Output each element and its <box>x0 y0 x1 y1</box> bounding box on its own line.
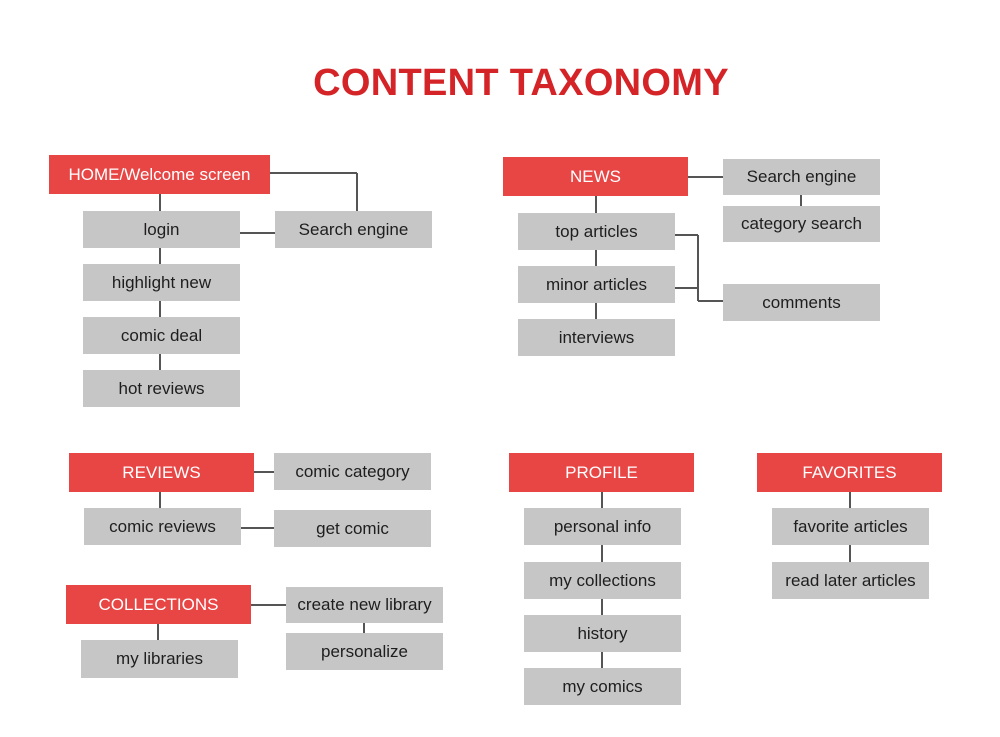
news-interviews-node[interactable]: interviews <box>518 319 675 356</box>
profile-node[interactable]: PROFILE <box>509 453 694 492</box>
favorites-read-later-articles-node[interactable]: read later articles <box>772 562 929 599</box>
profile-personal-info-node[interactable]: personal info <box>524 508 681 545</box>
home-search-engine-node[interactable]: Search engine <box>275 211 432 248</box>
collections-create-new-library-node[interactable]: create new library <box>286 587 443 623</box>
news-search-engine-node[interactable]: Search engine <box>723 159 880 195</box>
reviews-comic-category-node[interactable]: comic category <box>274 453 431 490</box>
reviews-node[interactable]: REVIEWS <box>69 453 254 492</box>
news-category-search-node[interactable]: category search <box>723 206 880 242</box>
home-node[interactable]: HOME/Welcome screen <box>49 155 270 194</box>
collections-my-libraries-node[interactable]: my libraries <box>81 640 238 678</box>
home-login-node[interactable]: login <box>83 211 240 248</box>
reviews-get-comic-node[interactable]: get comic <box>274 510 431 547</box>
news-minor-articles-node[interactable]: minor articles <box>518 266 675 303</box>
profile-my-comics-node[interactable]: my comics <box>524 668 681 705</box>
profile-my-collections-node[interactable]: my collections <box>524 562 681 599</box>
profile-history-node[interactable]: history <box>524 615 681 652</box>
favorites-node[interactable]: FAVORITES <box>757 453 942 492</box>
home-hot-reviews-node[interactable]: hot reviews <box>83 370 240 407</box>
collections-node[interactable]: COLLECTIONS <box>66 585 251 624</box>
news-comments-node[interactable]: comments <box>723 284 880 321</box>
collections-personalize-node[interactable]: personalize <box>286 633 443 670</box>
page-title: CONTENT TAXONOMY <box>313 62 729 104</box>
favorites-favorite-articles-node[interactable]: favorite articles <box>772 508 929 545</box>
news-node[interactable]: NEWS <box>503 157 688 196</box>
news-top-articles-node[interactable]: top articles <box>518 213 675 250</box>
home-comic-deal-node[interactable]: comic deal <box>83 317 240 354</box>
reviews-comic-reviews-node[interactable]: comic reviews <box>84 508 241 545</box>
home-highlight-new-node[interactable]: highlight new <box>83 264 240 301</box>
